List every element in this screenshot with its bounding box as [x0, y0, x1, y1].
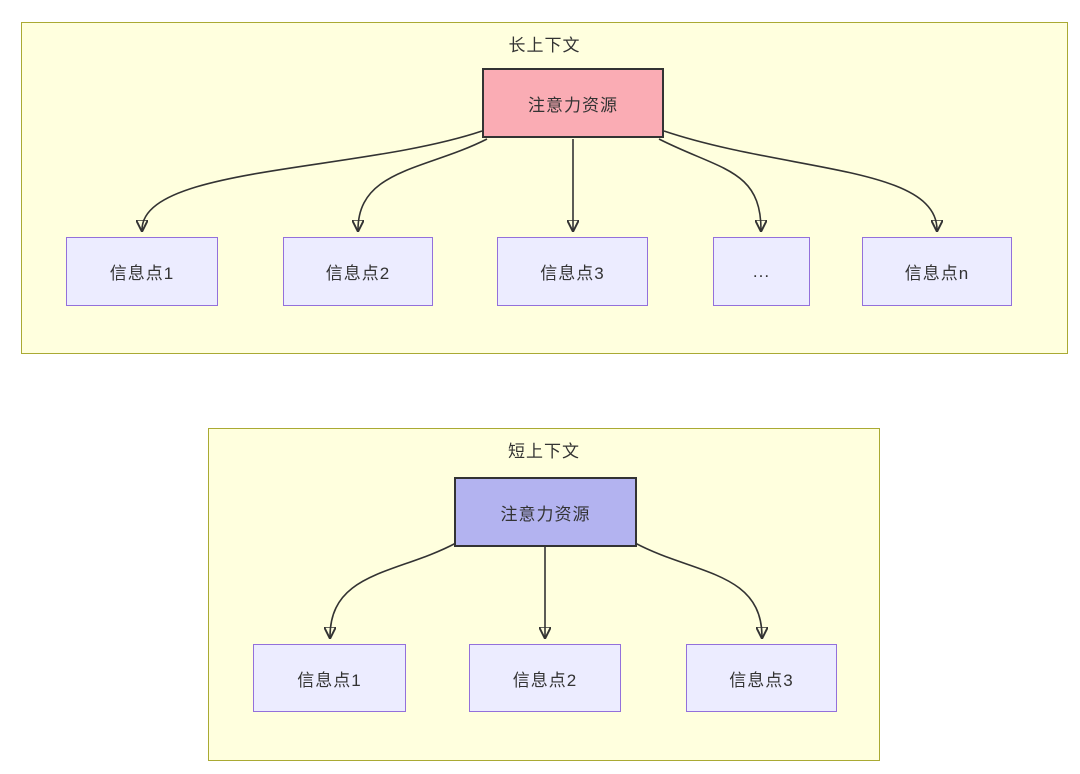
node-long-info-point-2: 信息点2: [283, 237, 433, 306]
node-attention-resources-short: 注意力资源: [454, 477, 637, 547]
node-long-info-point-n: 信息点n: [862, 237, 1012, 306]
cluster-long-title: 长上下文: [508, 36, 581, 55]
node-long-info-point-ellipsis: ...: [713, 237, 810, 306]
node-long-info-point-3: 信息点3: [497, 237, 648, 306]
cluster-short-title: 短上下文: [508, 442, 580, 461]
node-short-info-point-2: 信息点2: [469, 644, 621, 712]
node-long-info-point-1: 信息点1: [66, 237, 218, 306]
node-short-info-point-3: 信息点3: [686, 644, 837, 712]
node-attention-resources-long: 注意力资源: [482, 68, 664, 138]
node-short-info-point-1: 信息点1: [253, 644, 406, 712]
